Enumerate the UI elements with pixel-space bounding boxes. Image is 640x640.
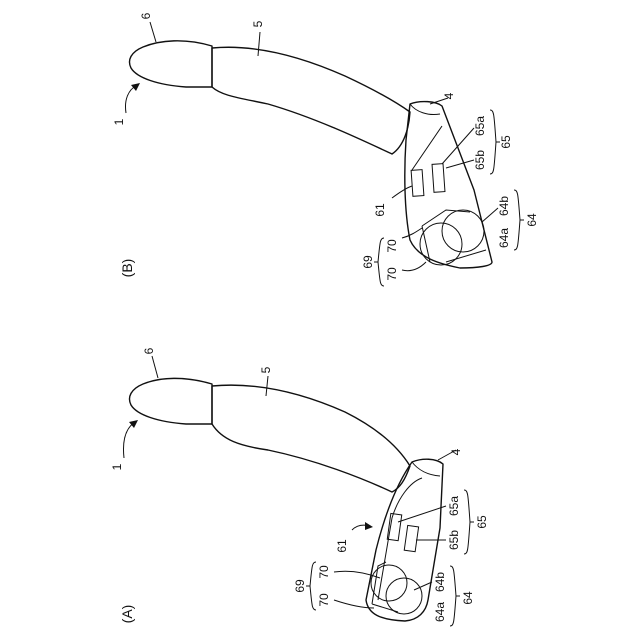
panel-b-label-64: 64	[525, 213, 539, 227]
panel-a-label-5: 5	[259, 366, 273, 373]
panel-b-unit-64b	[442, 210, 484, 252]
panel-b-label-65a: 65a	[473, 116, 487, 136]
panel-b-label-6: 6	[139, 12, 153, 19]
panel-b-label-69: 69	[361, 255, 375, 269]
panel-a-leader-5	[266, 376, 268, 396]
panel-a-headrest	[130, 378, 213, 424]
panel-b-brace-64	[514, 190, 524, 250]
panel-a: (A) 1 6 5 4 61 65a 65b	[110, 347, 489, 626]
panel-a-label-65b: 65b	[447, 530, 461, 550]
panel-a-unit-64b	[386, 578, 422, 614]
panel-b-label-65b: 65b	[473, 150, 487, 170]
panel-b-label-1: 1	[112, 118, 126, 125]
panel-b-label-5: 5	[251, 20, 265, 27]
panel-b-label-70b: 70	[385, 267, 399, 281]
panel-b-label-64a: 64a	[497, 228, 511, 248]
panel-a-label-61: 61	[335, 539, 349, 553]
panel-b-label-64b: 64b	[497, 196, 511, 216]
panel-b-cushion-edge	[410, 104, 440, 115]
panel-b-label-65: 65	[499, 135, 513, 149]
panel-a-label-64a: 64a	[433, 602, 447, 622]
panel-a-label-65a: 65a	[447, 496, 461, 516]
panel-a-label-1: 1	[110, 463, 124, 470]
panel-b: (B) 1 6 5 4 61 65a 65b	[112, 12, 539, 286]
panel-b-backrest	[212, 47, 410, 154]
panel-a-leader-65a	[398, 506, 446, 522]
panel-b-unit-65a	[432, 164, 445, 193]
panel-a-brace-64	[450, 566, 460, 626]
panel-a-label-6: 6	[142, 347, 156, 354]
panel-a-label-64b: 64b	[433, 572, 447, 592]
panel-b-leader-70a	[402, 228, 422, 238]
panel-a-label-65: 65	[475, 515, 489, 529]
panel-b-leader-65a	[442, 128, 474, 164]
panel-a-leader-6	[152, 356, 158, 378]
panel-b-bracket-70	[422, 210, 470, 262]
panel-b-leader-64b	[482, 208, 498, 222]
panel-b-label-61: 61	[373, 203, 387, 217]
panel-a-brace-69	[306, 562, 316, 610]
panel-b-leader-6	[150, 22, 156, 42]
panel-b-leader-70b	[402, 262, 426, 271]
panel-a-label-4: 4	[449, 448, 463, 455]
panel-a-label: (A)	[119, 605, 135, 624]
panel-a-backrest	[212, 385, 410, 492]
panel-a-label-70a: 70	[317, 565, 331, 579]
panel-a-brace-65	[464, 490, 474, 554]
panel-a-unit-65a	[387, 513, 402, 540]
panel-b-label-70a: 70	[385, 239, 399, 253]
panel-b-leader-4	[430, 98, 448, 104]
panel-a-unit-65b	[404, 525, 418, 551]
panel-b-brace-69	[374, 238, 384, 286]
panel-b-headrest	[130, 41, 213, 87]
panel-a-label-69: 69	[293, 579, 307, 593]
panel-a-unit-64a	[371, 565, 407, 601]
panel-a-arrowhead-61	[365, 522, 373, 530]
panel-b-leader-61	[392, 186, 412, 198]
panel-a-bracket-70	[372, 562, 398, 612]
panel-a-arrow-1	[123, 422, 135, 458]
panel-b-unit-65b	[411, 170, 424, 197]
panel-a-label-64: 64	[461, 591, 475, 605]
panel-a-cushion-edge	[412, 462, 440, 476]
panel-a-label-70b: 70	[317, 593, 331, 607]
panel-b-arrowhead-1	[131, 83, 140, 91]
panel-b-leader-65b	[446, 160, 474, 168]
panel-b-label: (B)	[119, 259, 135, 278]
panel-b-leader-5	[258, 32, 260, 56]
panel-b-label-4: 4	[442, 92, 456, 99]
